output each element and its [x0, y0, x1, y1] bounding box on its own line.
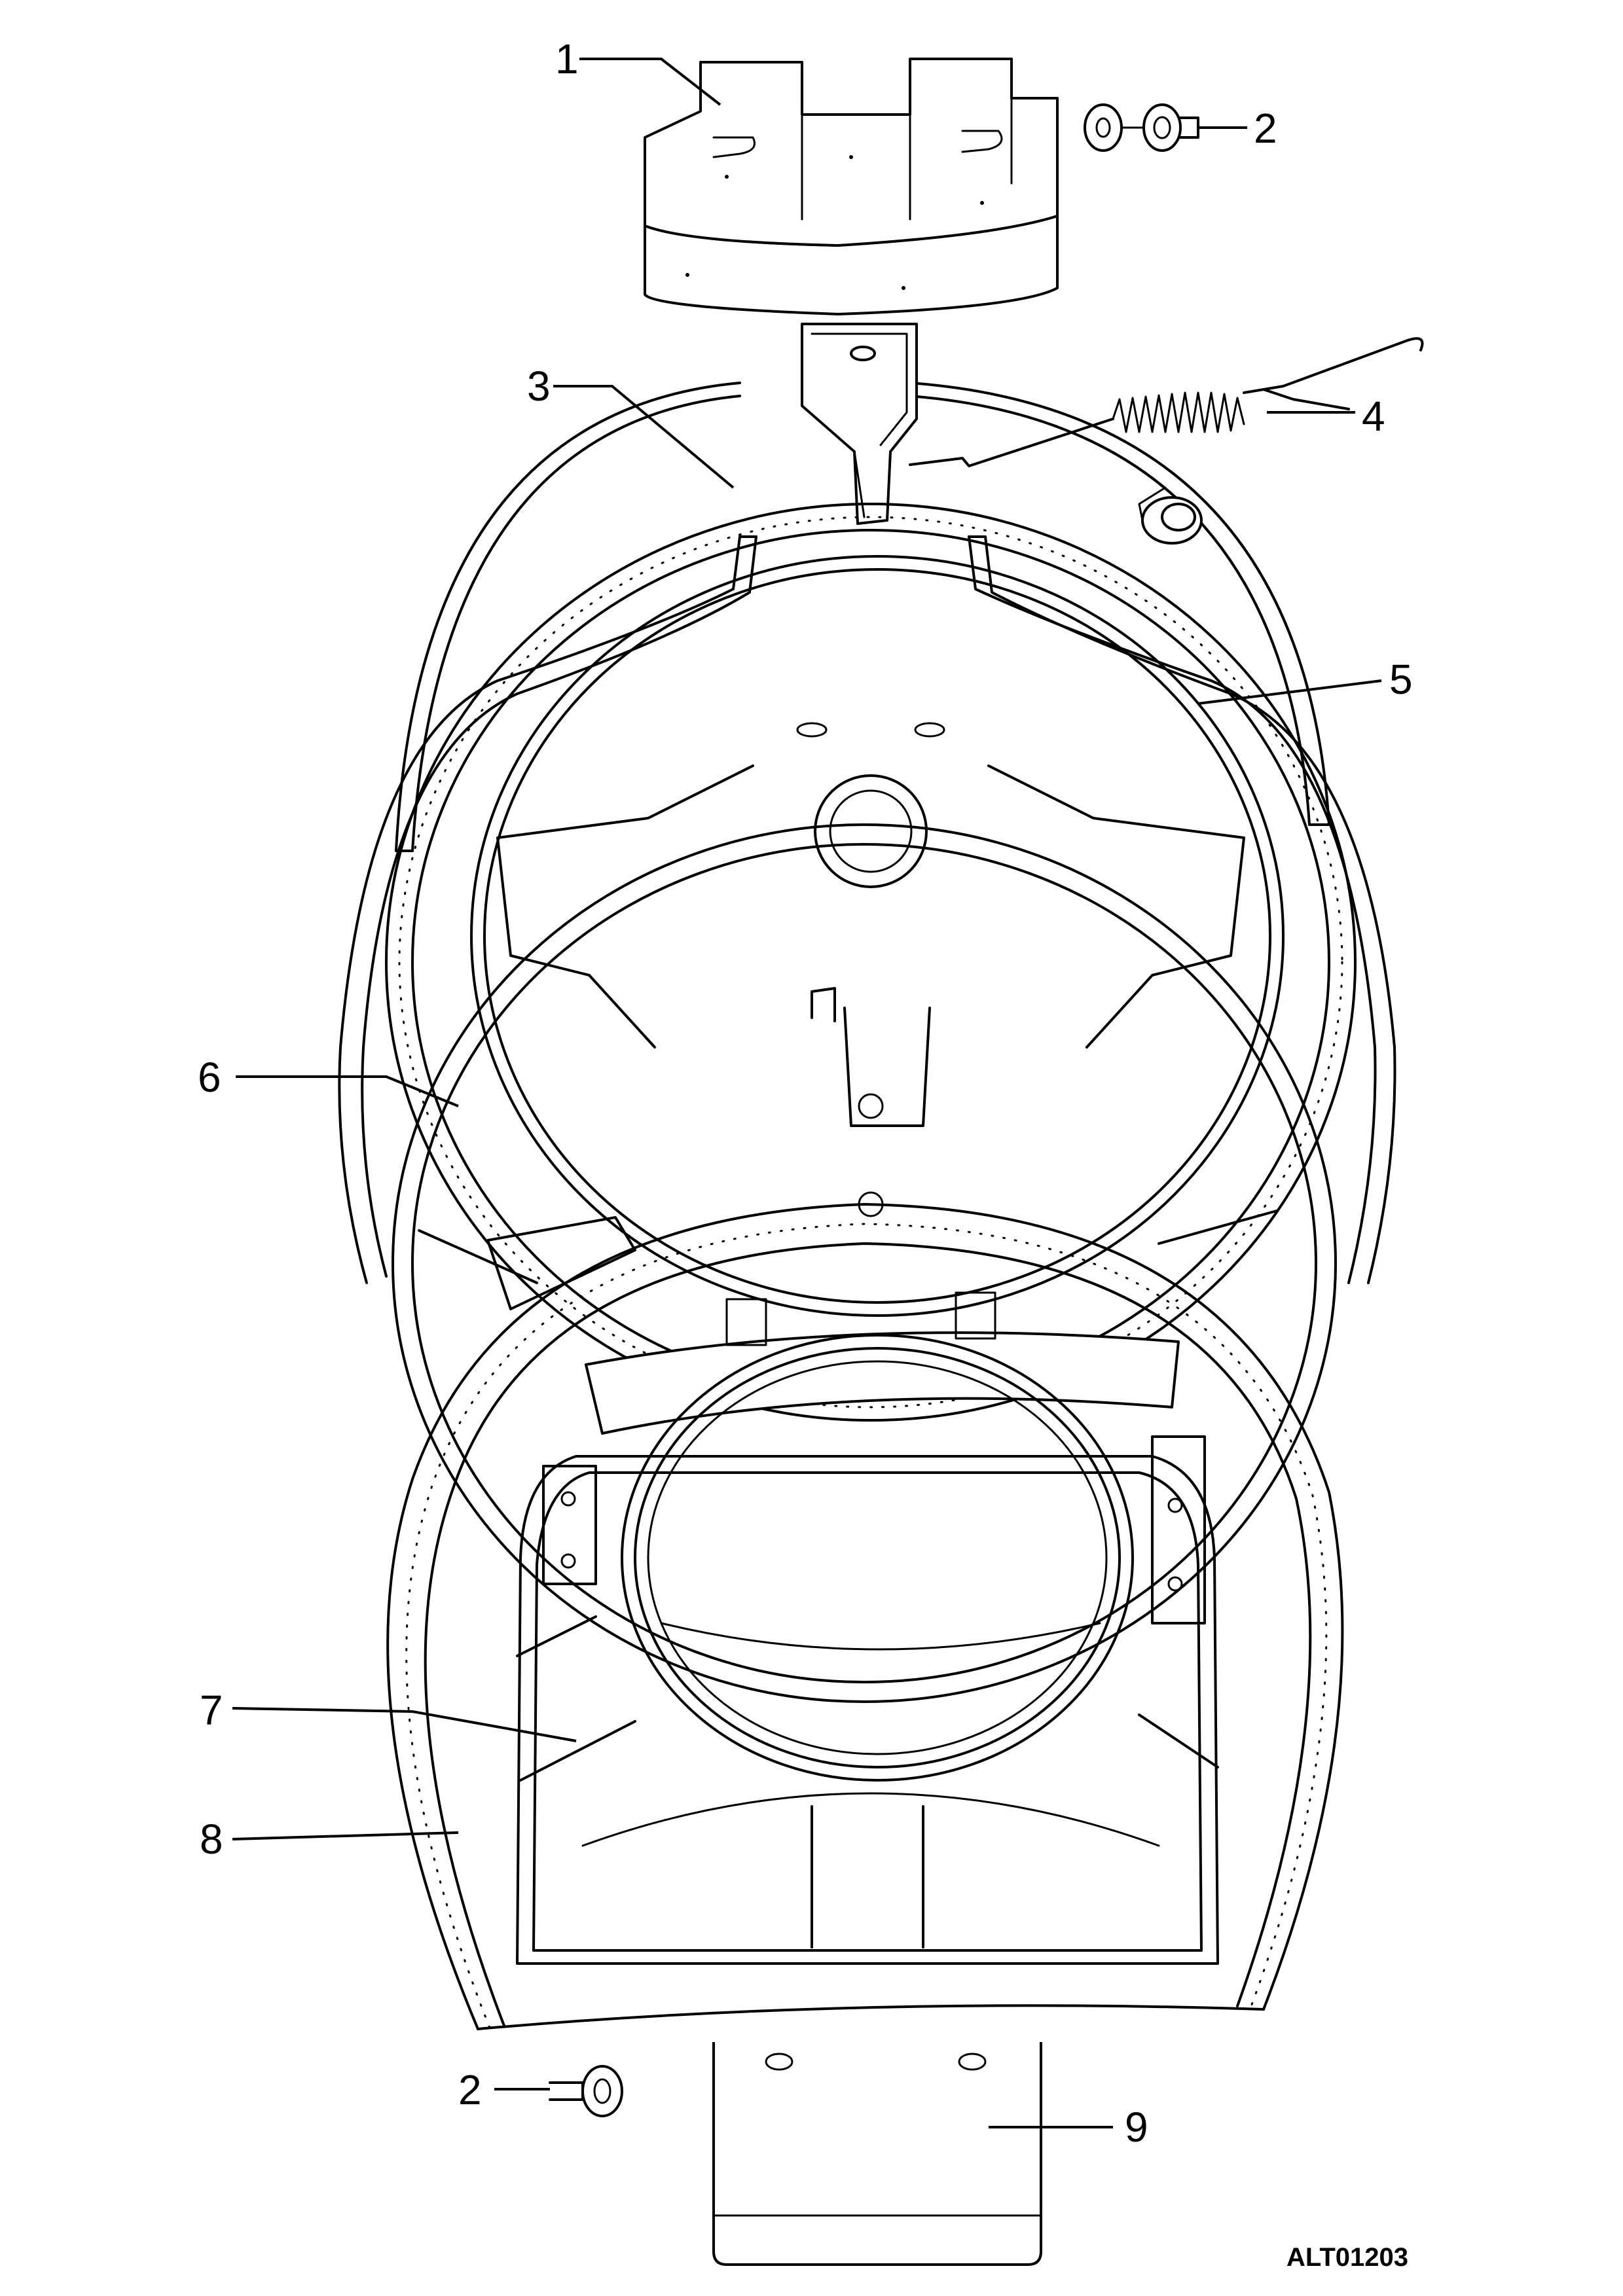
- leader-8: [232, 1831, 459, 1840]
- callout-8: 8: [200, 1816, 223, 1863]
- inner-frame-spokes: [470, 555, 1285, 1317]
- callout-6: 6: [198, 1054, 221, 1101]
- leader-5: [1197, 679, 1382, 705]
- part-1-upper-clamp: [644, 58, 1059, 315]
- leader-3: [553, 385, 735, 489]
- leader-1: [579, 58, 721, 106]
- leader-7: [232, 1707, 577, 1742]
- callout-3: 3: [527, 363, 551, 410]
- callout-4: 4: [1362, 393, 1385, 440]
- callout-labels: 1 2 3 4 5 6 7 8 2 9: [198, 35, 1413, 2151]
- part-4-tension-spring: [909, 337, 1424, 467]
- callout-2-top: 2: [1254, 105, 1277, 152]
- callout-1: 1: [555, 35, 579, 82]
- adjuster-knob: [1138, 486, 1203, 545]
- part-7-shell-frame: [392, 823, 1337, 1703]
- callout-2-bottom: 2: [458, 2066, 482, 2113]
- part-2-screw-top: [1084, 103, 1199, 152]
- spring-coils: [1112, 391, 1245, 433]
- callout-9: 9: [1125, 2104, 1148, 2151]
- callout-5: 5: [1389, 656, 1413, 703]
- part-2-screw-bottom: [549, 2065, 623, 2117]
- leader-lines: [232, 58, 1382, 2128]
- part-8-front-cushion: [386, 1203, 1344, 2030]
- callout-7: 7: [200, 1687, 223, 1734]
- leader-6: [236, 1075, 459, 1107]
- part-3-mounting-bracket: [801, 323, 918, 525]
- part-9-base-plate: [712, 2042, 1042, 2266]
- figure-id: ALT01203: [1286, 2243, 1408, 2272]
